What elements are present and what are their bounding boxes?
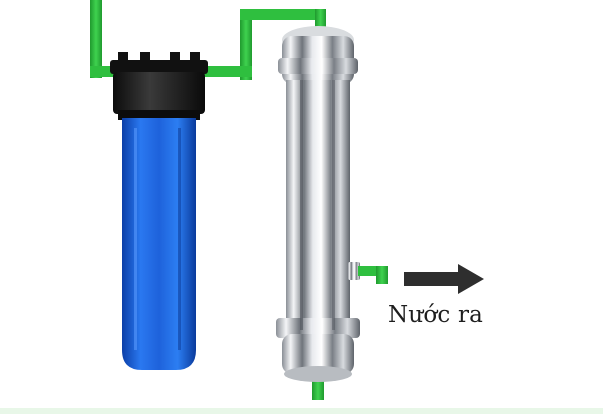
ground-line [0, 408, 603, 414]
water-out-label: Nước ra [388, 302, 484, 328]
outlet-arrow-icon [404, 264, 484, 294]
stainless-uf-filter [276, 26, 360, 382]
blue-filter-housing [110, 52, 208, 370]
outlet-pipe [358, 266, 388, 284]
